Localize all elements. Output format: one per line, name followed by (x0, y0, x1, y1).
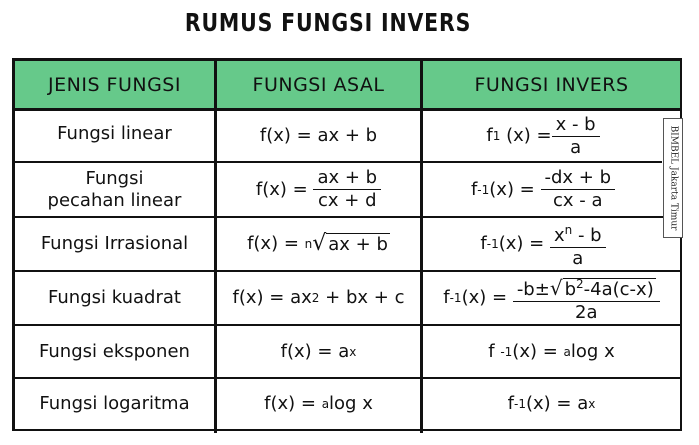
header-fungsi-asal: FUNGSI ASAL (252, 74, 385, 96)
asal-label: f(x) = (255, 178, 308, 200)
root-index: n (304, 237, 313, 251)
asal-rest: + bx + c (325, 287, 405, 308)
row-linear-jenis: Fungsi linear (57, 123, 172, 144)
table-rule (680, 58, 682, 431)
invers-label: (x) = (489, 178, 535, 200)
numerator: x - b (551, 114, 600, 137)
log-base: a (321, 397, 330, 411)
row-kuadrat-invers: f-1(x) = -b±√b2-4a(c-x)2a (423, 272, 680, 324)
row-eksponen-jenis: Fungsi eksponen (39, 340, 190, 362)
radicand: b2-4a(c-x) (562, 276, 656, 300)
invers-label: (x) = (512, 340, 558, 362)
table-rule (214, 58, 217, 433)
table-rule (12, 216, 682, 218)
invers-label: f (443, 287, 450, 308)
exponent: 2 (311, 291, 320, 305)
table-rule (12, 429, 682, 431)
numerator: ax + b (313, 167, 382, 190)
fraction: -b±√b2-4a(c-x)2a (512, 273, 660, 324)
invers-label: (x) = (461, 287, 508, 308)
exponent: -1 (486, 237, 499, 251)
numerator-pre: -b± (516, 278, 550, 300)
numerator: -dx + b (540, 167, 616, 190)
asal-label: f(x) = (247, 233, 299, 254)
row-kuadrat-jenis: Fungsi kuadrat (48, 287, 181, 308)
header-fungsi-invers: FUNGSI INVERS (474, 74, 629, 96)
invers-label: f (480, 233, 487, 254)
table-rule (12, 324, 682, 326)
table-rule (12, 270, 682, 272)
invers-label: f (486, 125, 493, 146)
invers-label: (x) = (498, 233, 545, 254)
radical-sign: √ (549, 275, 563, 300)
page-title: RUMUS FUNGSI INVERS (184, 8, 472, 37)
numerator: -b±√b2-4a(c-x) (512, 273, 660, 302)
row-pecahan-jenis: Fungsi pecahan linear (15, 163, 214, 216)
asal-label: f(x) = a (280, 340, 350, 362)
invers-rest: log x (570, 340, 615, 362)
exponent: x (588, 397, 596, 411)
invers-label: f (488, 340, 495, 362)
radicand-rest: -4a(c-x) (583, 278, 654, 300)
exponent: -1 (500, 344, 513, 359)
denominator: a (572, 247, 584, 269)
numerator-base: x (553, 224, 565, 246)
exponent: -1 (514, 397, 526, 411)
invers-label: (x) = a (525, 393, 589, 414)
table-rule (12, 161, 662, 163)
table-header-background (13, 61, 681, 109)
exponent: 1 (492, 129, 501, 143)
exponent: 2 (576, 276, 584, 291)
invers-label: (x) = (500, 125, 552, 146)
invers-label: f (507, 393, 514, 414)
denominator: cx + d (318, 190, 377, 211)
exponent: -1 (449, 291, 462, 305)
log-base: a (563, 344, 571, 359)
row-linear-asal: f(x) = ax + b (259, 125, 378, 146)
numerator: xn - b (549, 219, 606, 248)
table-rule (420, 58, 423, 433)
exponent: x (349, 344, 357, 359)
jenis-line: Fungsi (85, 167, 144, 189)
denominator: a (570, 136, 582, 158)
asal-label: f(x) = (264, 393, 316, 414)
exponent: -1 (477, 182, 490, 197)
radical-sign: √ (312, 231, 327, 256)
denominator: cx - a (553, 190, 603, 211)
row-logaritma-jenis: Fungsi logaritma (39, 393, 190, 414)
watermark-badge: BIMBEL Jakarta Timur (663, 118, 683, 238)
table-rule (12, 377, 682, 379)
header-jenis-fungsi: JENIS FUNGSI (48, 74, 181, 96)
asal-rest: log x (329, 393, 373, 414)
radicand-base: b (564, 278, 577, 300)
exponent: n (564, 222, 573, 237)
jenis-line: pecahan linear (47, 189, 182, 211)
table-rule (12, 58, 15, 431)
row-irrasional-asal: f(x) = n√ax + b (217, 218, 420, 270)
row-irrasional-jenis: Fungsi Irrasional (40, 233, 189, 254)
table-rule (12, 58, 682, 61)
asal-label: f(x) = ax (232, 287, 312, 308)
radicand: ax + b (326, 232, 390, 255)
invers-label: f (470, 178, 478, 200)
table-rule (12, 108, 682, 111)
watermark-text: BIMBEL Jakarta Timur (668, 125, 679, 231)
numerator-rest: - b (577, 224, 602, 246)
denominator: 2a (575, 301, 598, 323)
